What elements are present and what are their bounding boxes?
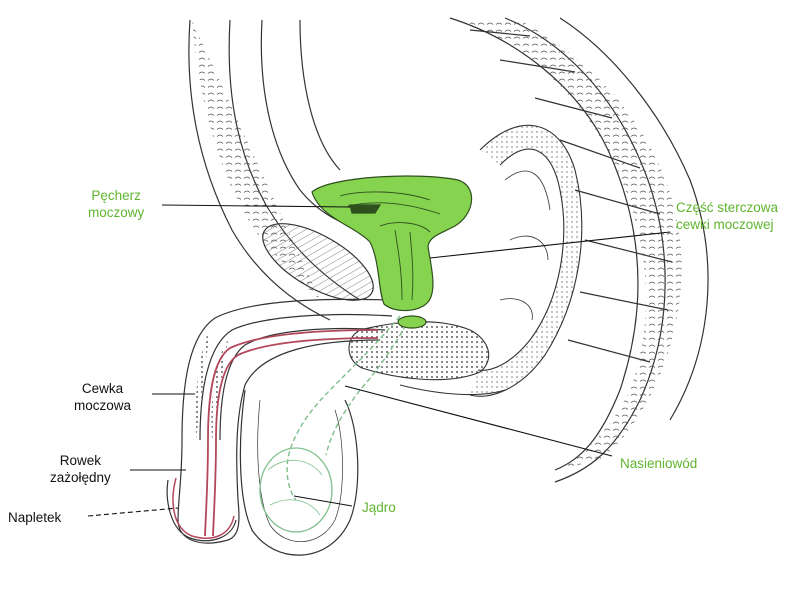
scrotum	[240, 390, 357, 555]
label-vas-deferens: Nasieniowód	[620, 455, 697, 472]
testis	[260, 448, 332, 532]
label-foreskin: Napletek	[8, 509, 61, 526]
label-coronal-sulcus: Rowek zażołędny	[50, 452, 111, 486]
label-prostatic-urethra: Część sterczowa cewki moczowej	[676, 199, 778, 233]
label-testis: Jądro	[362, 499, 396, 516]
label-urethra: Cewka moczowa	[74, 380, 131, 414]
label-bladder: Pęcherz moczowy	[88, 187, 144, 221]
